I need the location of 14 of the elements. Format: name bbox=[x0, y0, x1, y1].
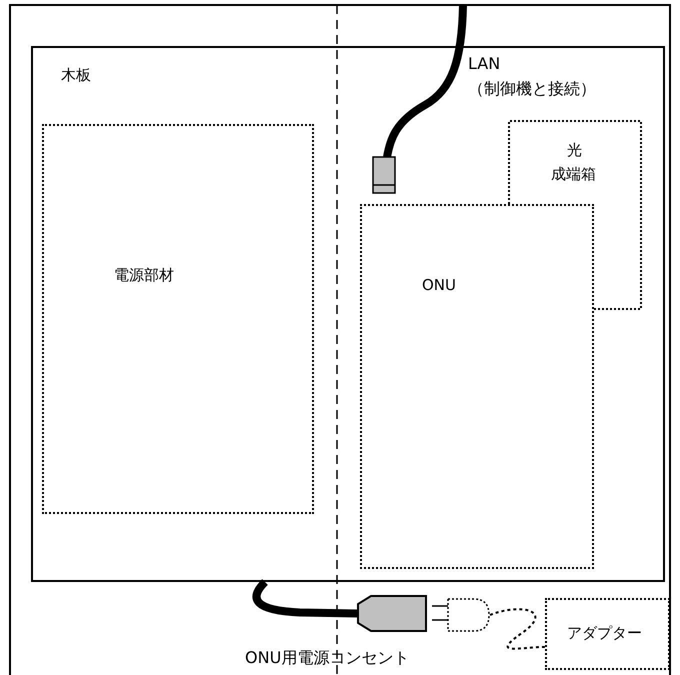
power-cable bbox=[252, 579, 358, 618]
component-label: 光成端箱 bbox=[551, 140, 596, 185]
adapter-box bbox=[545, 598, 670, 670]
component-box bbox=[360, 204, 594, 569]
wooden-board bbox=[31, 46, 665, 582]
component-label: ONU bbox=[422, 276, 456, 296]
cord bbox=[490, 608, 546, 650]
board-label: 木板 bbox=[61, 66, 91, 86]
component-box bbox=[508, 120, 642, 310]
component-box bbox=[42, 124, 314, 514]
component-label: アダプター bbox=[567, 624, 642, 644]
outlet-caption: ONU用電源コンセント bbox=[245, 648, 410, 669]
component-label: 電源部材 bbox=[114, 266, 174, 286]
cable-label: LAN （制御機と接続） bbox=[468, 53, 597, 100]
